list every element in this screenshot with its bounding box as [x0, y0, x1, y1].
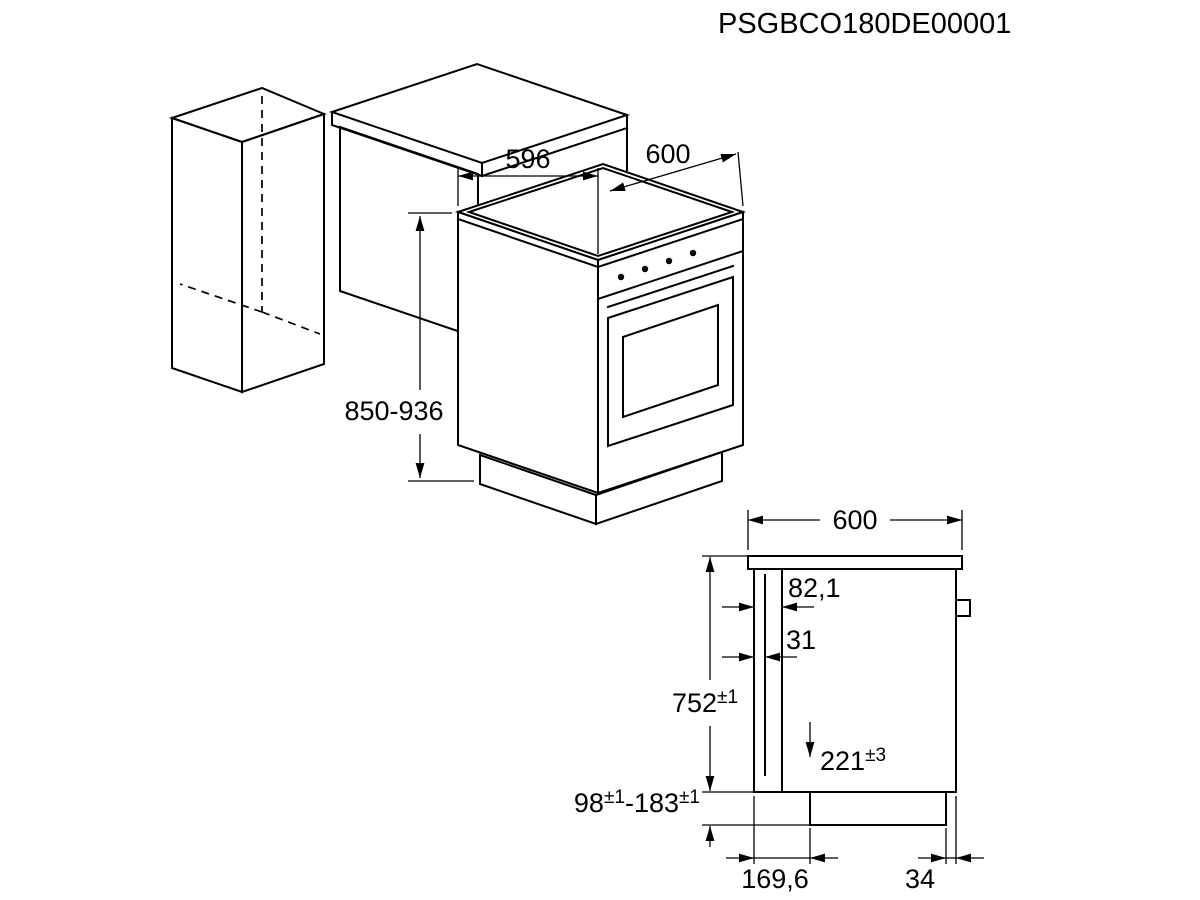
bottom-clearance-value: 221: [820, 746, 865, 776]
cooker-top-lip: [456, 217, 600, 269]
cooker-side-face: [457, 210, 599, 495]
label-plinth-range: 98±1-183±1: [574, 787, 700, 818]
label-top-depth: 600: [645, 139, 690, 169]
label-rear-gap: 34: [905, 864, 935, 894]
control-knob: [617, 273, 625, 281]
control-panel-line: [596, 249, 745, 301]
dimension-plinth-range: [702, 824, 810, 847]
cooker-top-lip: [596, 217, 745, 269]
label-plinth-depth: 169,6: [741, 864, 809, 894]
plinth-front-face: [595, 450, 723, 526]
dimension-line: [609, 153, 737, 192]
niche-height-value: 752: [672, 688, 717, 718]
niche-height-tolerance: ±1: [717, 687, 738, 708]
cooktop-inset: [465, 166, 736, 258]
plinth-min-value: 98: [574, 788, 604, 818]
plinth-max-value: 183: [634, 788, 679, 818]
dimension-bottom: [726, 796, 984, 864]
dimension-top-width-596: [457, 168, 599, 254]
left-cabinet-front-face: [241, 112, 325, 394]
side-view: [747, 555, 971, 826]
label-niche-height: 752±1: [672, 687, 738, 718]
dimension-height-850-936: [408, 212, 474, 482]
dimension-752: [702, 555, 754, 793]
cooker-front-face: [597, 210, 744, 495]
drawing-title: PSGBCO180DE00001: [718, 8, 1011, 40]
label-height-range: 850-936: [344, 396, 443, 426]
extension-line: [737, 151, 744, 207]
label-top-width: 596: [505, 144, 550, 174]
plinth-max-tolerance: ±1: [679, 787, 700, 808]
label-side-depth: 600: [832, 505, 877, 535]
label-front-offset: 82,1: [788, 573, 841, 603]
control-knob: [689, 249, 697, 257]
wall-bracket: [955, 599, 971, 617]
left-cabinet-hidden-edge: [261, 311, 321, 335]
left-cabinet-top-face: [168, 86, 327, 144]
oven-door-window: [622, 303, 719, 419]
countertop-face: [328, 62, 631, 165]
countertop-edge: [480, 126, 629, 178]
plinth-min-tolerance: ±1: [604, 787, 625, 808]
control-knob: [665, 257, 673, 265]
left-cabinet: [168, 86, 327, 394]
door-handle: [606, 264, 735, 309]
control-knob: [641, 265, 649, 273]
plinth-range-separator: -: [625, 788, 634, 818]
dimension-depth-600-side: [747, 510, 963, 550]
bottom-clearance-tolerance: ±3: [865, 745, 886, 766]
label-bottom-clearance: 221±3: [820, 745, 886, 776]
label-door-gap: 31: [786, 625, 816, 655]
oven-door: [607, 275, 734, 448]
dimension-top-depth-600: [609, 151, 744, 207]
left-cabinet-hidden-edge: [179, 283, 263, 313]
cooker: [454, 162, 747, 526]
left-cabinet-side-face: [171, 116, 243, 394]
